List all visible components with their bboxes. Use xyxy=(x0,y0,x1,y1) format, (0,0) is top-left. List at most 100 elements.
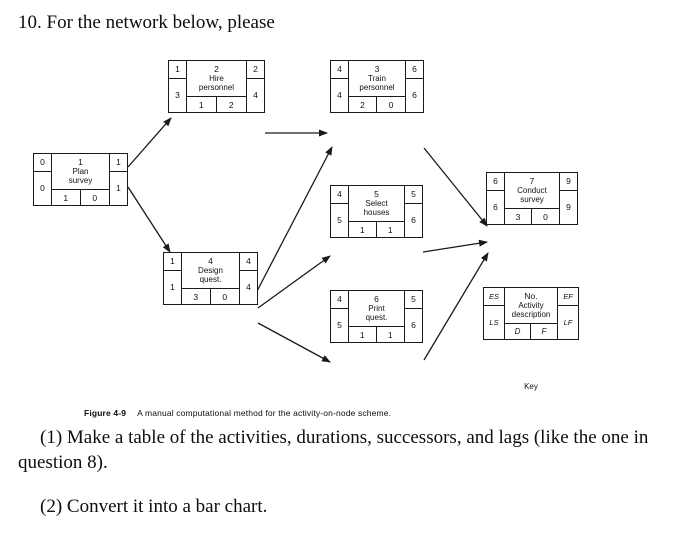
node-6-body: 6 Print quest. xyxy=(349,291,404,327)
node-1-duration: 1 xyxy=(52,190,81,205)
node-6-desc-line1: Print xyxy=(368,304,385,314)
node-3-lf: 6 xyxy=(405,79,423,112)
node-3-duration: 2 xyxy=(349,97,377,112)
node-5-duration-float: 1 1 xyxy=(349,222,404,237)
node-6-ef: 5 xyxy=(404,291,422,309)
node-3-float: 0 xyxy=(388,99,394,110)
node-2-duration: 1 xyxy=(187,97,217,112)
network-diagram: 0 1 Plan survey 1 0 1 1 0 1 2 Hire perso… xyxy=(0,40,700,391)
node-3-number: 3 xyxy=(374,63,380,74)
node-2-hire-personnel[interactable]: 1 2 Hire personnel 2 3 4 1 2 xyxy=(168,60,265,113)
key-desc-line2: description xyxy=(511,310,551,320)
node-1-es: 0 xyxy=(34,154,52,172)
node-4-es: 1 xyxy=(164,253,182,271)
key-float-label: F xyxy=(541,327,547,336)
node-3-desc-line2: personnel xyxy=(359,83,395,93)
node-7-duration-float: 3 0 xyxy=(505,209,559,224)
node-7-number: 7 xyxy=(529,175,535,186)
node-7-es: 6 xyxy=(487,173,505,191)
key-ef-label: EF xyxy=(557,288,578,306)
node-3-ls: 4 xyxy=(331,79,349,112)
node-6-float: 1 xyxy=(387,329,393,340)
node-4-ef: 4 xyxy=(239,253,257,271)
node-2-desc-line1: Hire xyxy=(209,74,224,84)
node-6-number: 6 xyxy=(374,293,379,304)
node-5-select-houses[interactable]: 4 5 Select houses 5 5 6 1 1 xyxy=(330,185,423,238)
node-5-desc-line1: Select xyxy=(365,199,388,209)
node-3-es: 4 xyxy=(331,61,349,79)
node-2-duration-float: 1 2 xyxy=(187,97,246,112)
edge-4-to-5 xyxy=(257,255,331,309)
node-4-desc-line2: quest. xyxy=(199,275,222,285)
node-7-conduct-survey[interactable]: 6 7 Conduct survey 9 6 9 3 0 xyxy=(486,172,578,225)
edge-1-to-4 xyxy=(127,186,171,253)
node-3-train-personnel[interactable]: 4 3 Train personnel 6 4 6 2 0 xyxy=(330,60,424,113)
node-6-es: 4 xyxy=(331,291,349,309)
node-7-body: 7 Conduct survey xyxy=(505,173,559,209)
key-body: No. Activity description xyxy=(505,288,557,324)
edge-6-to-7 xyxy=(423,252,489,361)
node-2-float: 2 xyxy=(228,99,234,110)
page-title: 10. For the network below, please xyxy=(18,12,275,33)
node-5-lf: 6 xyxy=(404,204,422,237)
node-4-design-quest[interactable]: 1 4 Design quest. 4 1 4 3 0 xyxy=(163,252,258,305)
node-2-es: 1 xyxy=(169,61,187,79)
node-4-lf: 4 xyxy=(239,271,257,304)
node-3-ef: 6 xyxy=(405,61,423,79)
key-legend-node: ES No. Activity description EF LS LF D F xyxy=(483,287,579,340)
edge-1-to-2 xyxy=(127,117,172,168)
node-7-ls: 6 xyxy=(487,191,505,224)
node-7-desc-line2: survey xyxy=(520,195,544,205)
node-2-number: 2 xyxy=(214,63,219,74)
node-3-desc-line1: Train xyxy=(368,74,386,84)
node-1-duration-float: 1 0 xyxy=(52,190,109,205)
node-1-float: 0 xyxy=(92,192,98,203)
figure-caption-text: A manual computational method for the ac… xyxy=(137,408,392,418)
node-1-desc-line2: survey xyxy=(68,176,93,186)
node-4-float: 0 xyxy=(222,291,228,302)
node-4-ls: 1 xyxy=(164,271,182,304)
node-6-duration-float: 1 1 xyxy=(349,327,404,342)
node-3-body: 3 Train personnel xyxy=(349,61,405,97)
node-5-duration: 1 xyxy=(349,222,377,237)
node-3-duration-float: 2 0 xyxy=(349,97,405,112)
key-lf-label: LF xyxy=(557,306,578,339)
node-7-desc-line1: Conduct xyxy=(517,186,547,196)
node-4-desc-line1: Design xyxy=(198,266,223,276)
node-5-body: 5 Select houses xyxy=(349,186,404,222)
node-5-es: 4 xyxy=(331,186,349,204)
key-duration-label: D xyxy=(505,324,531,339)
node-2-lf: 4 xyxy=(246,79,264,112)
node-4-duration-float: 3 0 xyxy=(182,289,239,304)
node-1-number: 1 xyxy=(78,156,83,167)
node-1-desc-line1: Plan xyxy=(72,167,89,177)
task-2-text: (2) Convert it into a bar chart. xyxy=(40,496,268,517)
node-5-float: 1 xyxy=(387,224,393,235)
node-6-desc-line2: quest. xyxy=(365,313,388,323)
node-5-ls: 5 xyxy=(331,204,349,237)
key-number-label: No. xyxy=(524,290,538,301)
node-1-lf: 1 xyxy=(109,172,127,205)
edge-4-to-6 xyxy=(257,322,331,363)
edge-3-to-7 xyxy=(423,147,488,227)
key-duration-float: D F xyxy=(505,324,557,339)
node-6-ls: 5 xyxy=(331,309,349,342)
node-7-lf: 9 xyxy=(559,191,577,224)
node-4-duration: 3 xyxy=(182,289,211,304)
node-2-ef: 2 xyxy=(246,61,264,79)
node-1-plan-survey[interactable]: 0 1 Plan survey 1 0 1 1 0 xyxy=(33,153,128,206)
task-1-text: (1) Make a table of the activities, dura… xyxy=(18,427,654,473)
node-2-desc-line2: personnel xyxy=(198,83,235,93)
key-es-label: ES xyxy=(484,288,505,306)
node-4-number: 4 xyxy=(208,255,213,266)
node-7-ef: 9 xyxy=(559,173,577,191)
edge-4-to-3 xyxy=(254,146,333,296)
node-5-ef: 5 xyxy=(404,186,422,204)
node-6-print-quest[interactable]: 4 6 Print quest. 5 5 6 1 1 xyxy=(330,290,423,343)
node-4-body: 4 Design quest. xyxy=(182,253,239,289)
node-1-ef: 1 xyxy=(109,154,127,172)
node-7-float: 0 xyxy=(543,211,548,222)
node-2-ls: 3 xyxy=(169,79,187,112)
node-5-desc-line2: houses xyxy=(363,208,390,218)
